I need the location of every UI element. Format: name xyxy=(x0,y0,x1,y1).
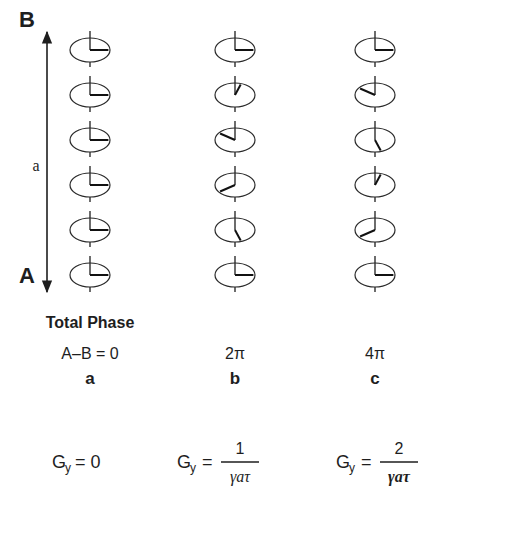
heading: Total Phase xyxy=(46,315,135,331)
distance-arrow xyxy=(46,32,48,292)
gradient-symbol: G xyxy=(52,453,66,471)
phase-value: 4π xyxy=(365,346,385,362)
equation-text: = xyxy=(202,453,213,471)
spin-ellipse xyxy=(215,31,255,67)
spin-ellipse xyxy=(215,166,255,202)
denominator: γaτ xyxy=(388,469,410,485)
phase-value: 2π xyxy=(225,346,245,362)
spin-ellipse xyxy=(70,166,110,202)
equation-text: = xyxy=(361,453,372,471)
spin-ellipse xyxy=(215,76,255,112)
phase-value: A–B = 0 xyxy=(61,346,118,362)
spin-ellipse xyxy=(70,256,110,292)
spin-ellipse xyxy=(70,211,110,247)
spin-ellipse xyxy=(215,121,255,157)
panel-letter: c xyxy=(370,370,379,387)
spin-ellipse xyxy=(70,31,110,67)
subscript: y xyxy=(190,462,196,474)
spin-ellipse xyxy=(215,256,255,292)
gradient-symbol: G xyxy=(177,453,191,471)
panel-letter: a xyxy=(85,370,94,387)
equation-text: = 0 xyxy=(75,453,101,471)
end-label: B xyxy=(19,9,35,31)
end-label: A xyxy=(19,265,35,287)
fraction-bar xyxy=(221,461,259,462)
spin-ellipse xyxy=(355,76,395,112)
spin-ellipse xyxy=(70,121,110,157)
spin-ellipse xyxy=(355,121,395,157)
gradient-symbol: G xyxy=(336,453,350,471)
spin-ellipse xyxy=(355,211,395,247)
panel-letter: b xyxy=(230,370,240,387)
subscript: y xyxy=(349,462,355,474)
numerator: 2 xyxy=(395,441,404,457)
spin-ellipse xyxy=(355,166,395,202)
denominator: γaτ xyxy=(230,469,250,485)
distance-label: a xyxy=(30,157,41,175)
subscript: y xyxy=(65,462,71,474)
fraction-bar xyxy=(380,461,418,462)
spin-ellipse xyxy=(70,76,110,112)
spin-ellipse xyxy=(355,256,395,292)
spin-ellipse xyxy=(215,211,255,247)
numerator: 1 xyxy=(236,441,245,457)
spin-ellipse xyxy=(355,31,395,67)
